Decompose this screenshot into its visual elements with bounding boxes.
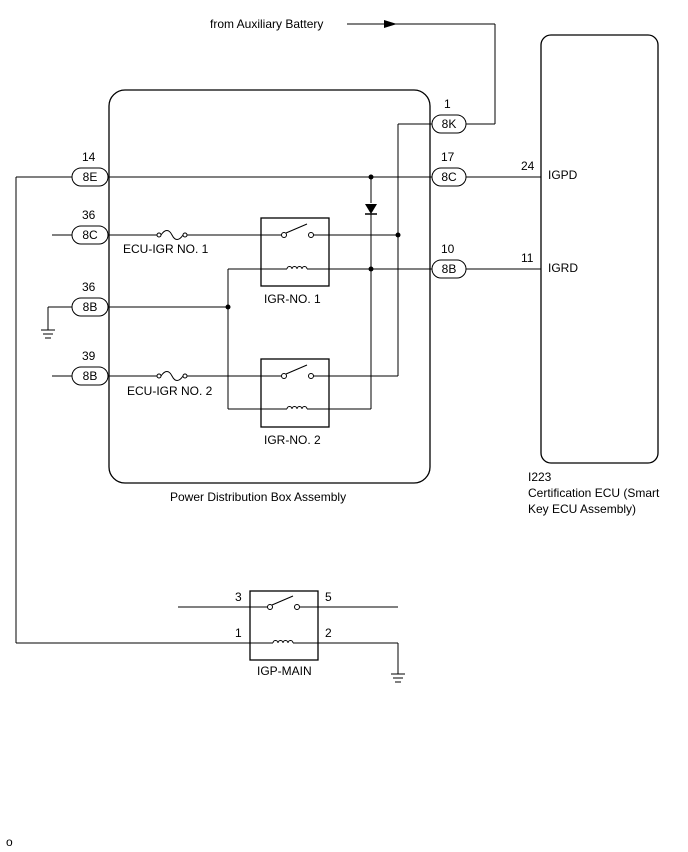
igp-main-coil-icon (272, 640, 294, 644)
connector-8c-17: 17 8C (431, 150, 467, 187)
fuse-icon (156, 230, 188, 240)
relay2-label: IGR-NO. 2 (264, 433, 321, 447)
diode-icon (365, 204, 377, 214)
fuse2-label: ECU-IGR NO. 2 (127, 384, 213, 398)
ground-icon (41, 307, 55, 339)
ecu-pin-igrd: IGRD (548, 261, 578, 275)
svg-text:8K: 8K (442, 117, 457, 131)
svg-text:36: 36 (82, 280, 96, 294)
power-distribution-box (108, 89, 431, 484)
svg-text:1: 1 (444, 97, 451, 111)
igp-main-switch-icon (267, 595, 300, 610)
igp-main-pin-1: 1 (235, 626, 242, 640)
svg-text:8B: 8B (83, 300, 98, 314)
relay1-coil-icon (286, 266, 308, 270)
relay2-box (260, 358, 330, 428)
fuse1-label: ECU-IGR NO. 1 (123, 242, 209, 256)
connector-8c-36: 36 8C (71, 208, 109, 245)
ecu-pin-11: 11 (521, 251, 534, 265)
igp-main-box (249, 590, 319, 661)
flow-arrow-icon (384, 20, 397, 28)
connector-8e: 14 8E (71, 150, 109, 187)
fuse-icon (156, 371, 188, 381)
ecu-pin-24: 24 (521, 159, 535, 173)
pdb-label: Power Distribution Box Assembly (170, 490, 346, 504)
ecu-name-line2: Key ECU Assembly) (528, 502, 636, 516)
relay2-coil-icon (286, 406, 308, 410)
svg-text:39: 39 (82, 349, 96, 363)
igp-main-label: IGP-MAIN (257, 664, 312, 678)
ecu-pin-igpd: IGPD (548, 168, 578, 182)
connector-8b-10: 10 8B (431, 242, 467, 279)
connector-8b-39: 39 8B (71, 349, 109, 386)
relay1-box (260, 217, 330, 287)
ecu-name-line1: Certification ECU (Smart (528, 486, 660, 500)
svg-text:14: 14 (82, 150, 96, 164)
connector-8b-36: 36 8B (71, 280, 109, 317)
junction-dot (395, 232, 401, 238)
certification-ecu-box (540, 34, 659, 464)
connector-8k: 1 8K (431, 97, 467, 134)
relay2-switch-icon (281, 364, 314, 379)
svg-text:8C: 8C (441, 170, 457, 184)
svg-text:8B: 8B (442, 262, 457, 276)
svg-text:8B: 8B (83, 369, 98, 383)
svg-text:17: 17 (441, 150, 455, 164)
igp-main-pin-3: 3 (235, 590, 242, 604)
svg-text:8E: 8E (83, 170, 98, 184)
svg-text:8C: 8C (82, 228, 98, 242)
svg-text:10: 10 (441, 242, 455, 256)
ecu-code: I223 (528, 470, 552, 484)
igp-main-pin-5: 5 (325, 590, 332, 604)
relay1-label: IGR-NO. 1 (264, 292, 321, 306)
igp-main-pin-2: 2 (325, 626, 332, 640)
source-label: from Auxiliary Battery (210, 17, 323, 31)
ground-icon (391, 643, 405, 683)
svg-text:36: 36 (82, 208, 96, 222)
relay1-switch-icon (281, 223, 314, 238)
corner-mark: o (6, 835, 13, 849)
